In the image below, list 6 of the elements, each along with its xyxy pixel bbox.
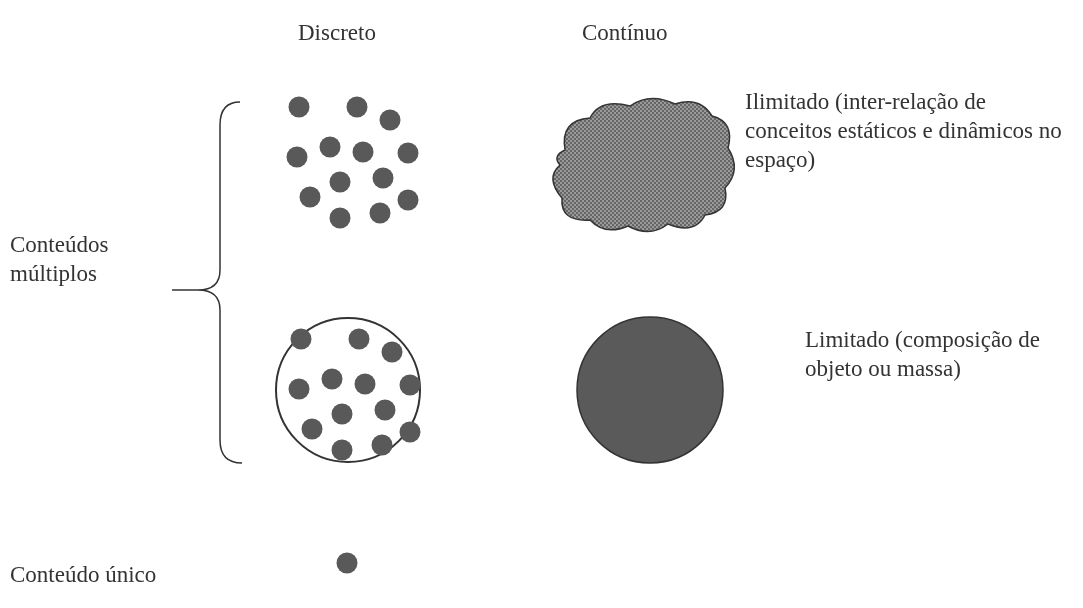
column-heading: Contínuo [582, 19, 669, 47]
description-text: Conteúdo único [10, 561, 158, 589]
description-text: Limitado (composição de objeto ou massa) [805, 326, 1042, 383]
description-text: Conteúdos múltiplos [10, 231, 110, 288]
column-heading: Discreto [298, 19, 377, 47]
description-text: Ilimitado (inter-relação de conceitos estáticos e dinâmicos no espaço) [745, 88, 1063, 174]
